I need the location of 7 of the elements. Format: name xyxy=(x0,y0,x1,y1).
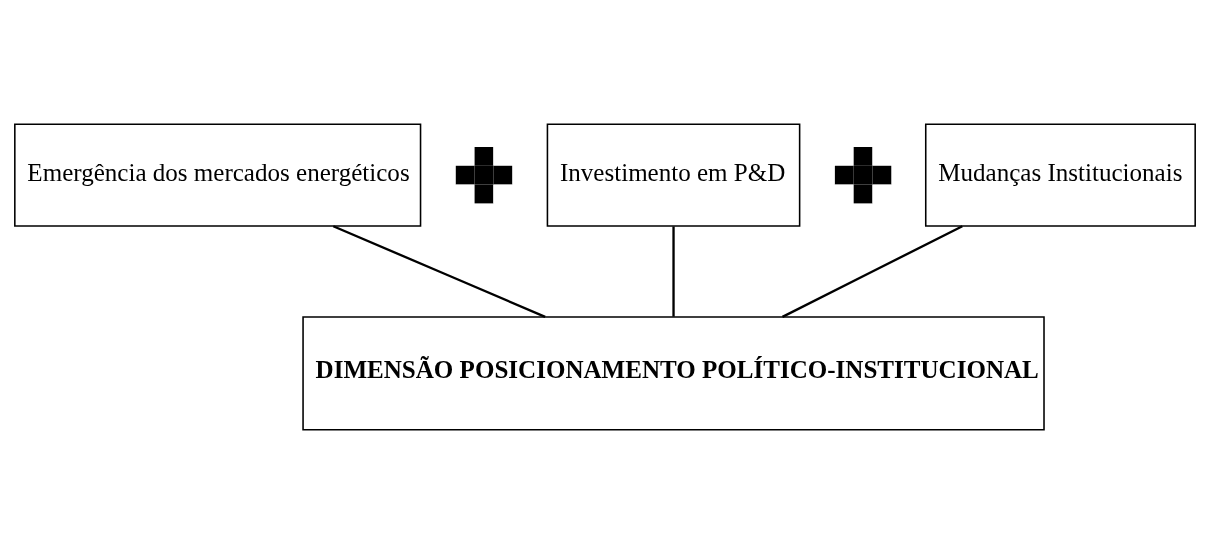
node-box: Investimento em P&D xyxy=(546,123,801,227)
node-box: Emergência dos mercados energéticos xyxy=(14,123,422,227)
connector xyxy=(672,226,675,317)
connector xyxy=(332,225,546,318)
node-box: Mudanças Institucionais xyxy=(924,123,1196,227)
node-box: DIMENSÃO POSICIONAMENTO POLÍTICO-INSTITUCIONAL xyxy=(302,316,1045,431)
connector xyxy=(781,225,963,318)
